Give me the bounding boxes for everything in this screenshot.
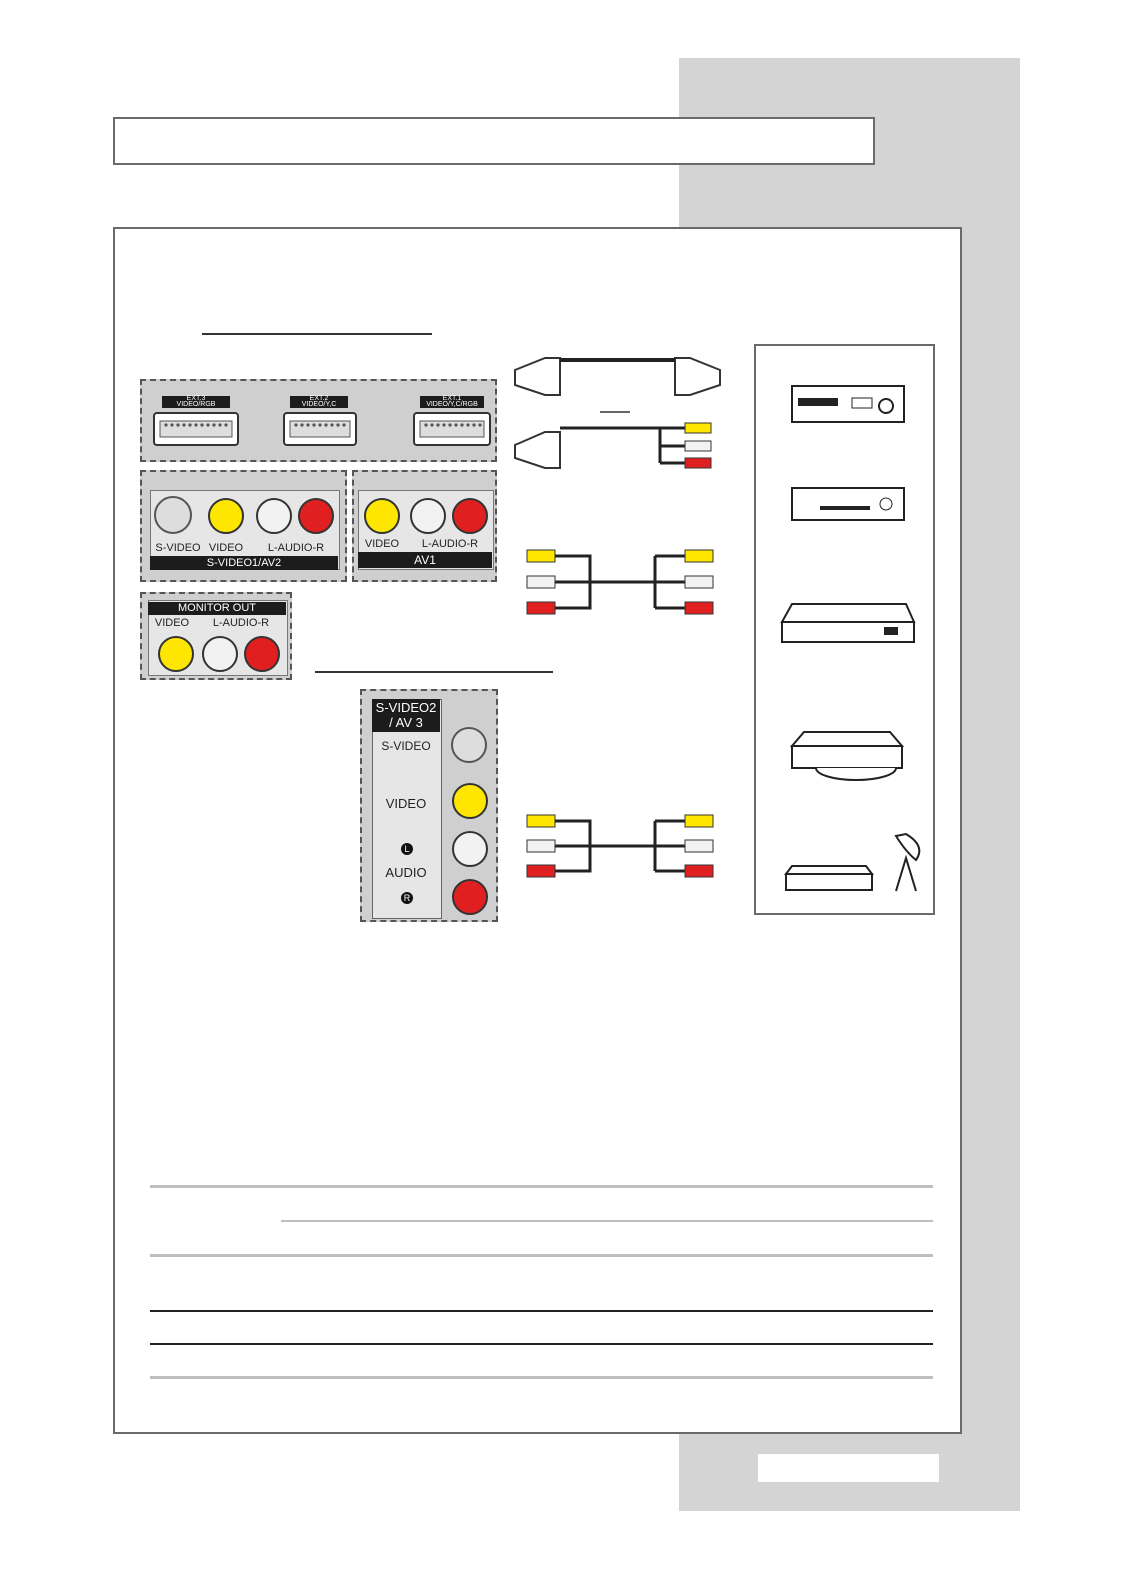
monitor-video-label: VIDEO xyxy=(154,617,190,629)
ext2-label: EXT.2 xyxy=(309,395,329,402)
set-top-box-icon xyxy=(780,603,916,643)
external-devices-panel xyxy=(754,344,935,915)
ext2-connector xyxy=(283,396,357,446)
page-title-box xyxy=(113,117,875,165)
av1-video-jack xyxy=(364,498,400,534)
av1-panel: VIDEO L-AUDIO-R AV1 xyxy=(352,470,497,582)
table-bottom-rule xyxy=(150,1376,933,1379)
av1-audio-r-jack xyxy=(452,498,488,534)
video-jack-yellow xyxy=(208,498,244,534)
monitor-audio-l-jack xyxy=(202,636,238,672)
ext1-label: EXT.1 xyxy=(442,395,462,402)
page-number-box xyxy=(758,1454,939,1482)
svideo2-av3-label: S-VIDEO2 / AV 3 xyxy=(372,699,440,732)
svideo2-label-line2: / AV 3 xyxy=(389,715,423,730)
svideo1-av2-label: S-VIDEO1/AV2 xyxy=(150,556,338,570)
table-rule-4 xyxy=(150,1343,933,1345)
table-rule-2 xyxy=(150,1254,933,1257)
rca-cable-icon-lower xyxy=(526,814,714,878)
scart-connectors-graphic xyxy=(153,396,491,446)
side-video-jack xyxy=(452,783,488,819)
av1-label: AV1 xyxy=(358,552,492,568)
ext3-sublabel: VIDEO/RGB xyxy=(176,401,216,408)
rear-panel-heading-underline xyxy=(202,333,432,335)
satellite-receiver-icon xyxy=(784,832,921,892)
side-panel-heading-underline xyxy=(315,671,553,673)
side-audio-label: AUDIO xyxy=(385,865,427,880)
table-top-rule xyxy=(150,1185,933,1188)
av1-audio-label: L-AUDIO-R xyxy=(421,538,479,550)
audio-l-jack-white xyxy=(256,498,292,534)
scart-panel: EXT.3 VIDEO/RGB EXT.2 VIDEO/Y,C EXT.1 VI… xyxy=(140,379,497,462)
monitor-video-jack xyxy=(158,636,194,672)
side-video-label: VIDEO xyxy=(385,796,427,811)
svideo-jack xyxy=(154,496,192,534)
video-label: VIDEO xyxy=(208,542,244,554)
side-svideo-label: S-VIDEO xyxy=(381,739,431,753)
side-r-badge: R xyxy=(401,892,413,904)
svideo2-av3-panel: S-VIDEO2 / AV 3 S-VIDEO VIDEO L AUDIO R xyxy=(360,689,498,922)
side-l-badge: L xyxy=(401,843,413,855)
side-svideo-jack xyxy=(451,727,487,763)
svideo2-label-line1: S-VIDEO2 xyxy=(375,700,437,715)
audio-r-jack-red xyxy=(298,498,334,534)
side-audio-l-jack xyxy=(452,831,488,867)
table-sub-rule xyxy=(281,1220,933,1222)
av1-video-label: VIDEO xyxy=(364,538,400,550)
dvd-player-icon xyxy=(791,487,905,521)
vcr-icon xyxy=(791,385,905,423)
disc-drive-icon xyxy=(789,731,905,781)
ext2-sublabel: VIDEO/Y,C xyxy=(301,401,337,408)
audio-lr-label: L-AUDIO-R xyxy=(267,542,325,554)
ext3-label: EXT.3 xyxy=(186,395,206,402)
cables-graphic xyxy=(514,357,721,878)
scart-to-rca-cable-icon xyxy=(514,422,712,469)
devices-graphic xyxy=(780,385,921,892)
scart-to-scart-cable-icon xyxy=(514,357,721,396)
monitor-out-panel: MONITOR OUT VIDEO L-AUDIO-R xyxy=(140,592,292,680)
rca-cable-icon-upper xyxy=(526,549,714,615)
svideo-label: S-VIDEO xyxy=(155,542,201,554)
monitor-audio-label: L-AUDIO-R xyxy=(212,617,270,629)
monitor-audio-r-jack xyxy=(244,636,280,672)
svideo1-av2-panel: S-VIDEO VIDEO L-AUDIO-R S-VIDEO1/AV2 xyxy=(140,470,347,582)
av1-audio-l-jack xyxy=(410,498,446,534)
ext1-sublabel: VIDEO/Y,C/RGB xyxy=(426,401,478,408)
table-rule-3 xyxy=(150,1310,933,1312)
monitor-out-label: MONITOR OUT xyxy=(148,602,286,615)
side-audio-r-jack xyxy=(452,879,488,915)
